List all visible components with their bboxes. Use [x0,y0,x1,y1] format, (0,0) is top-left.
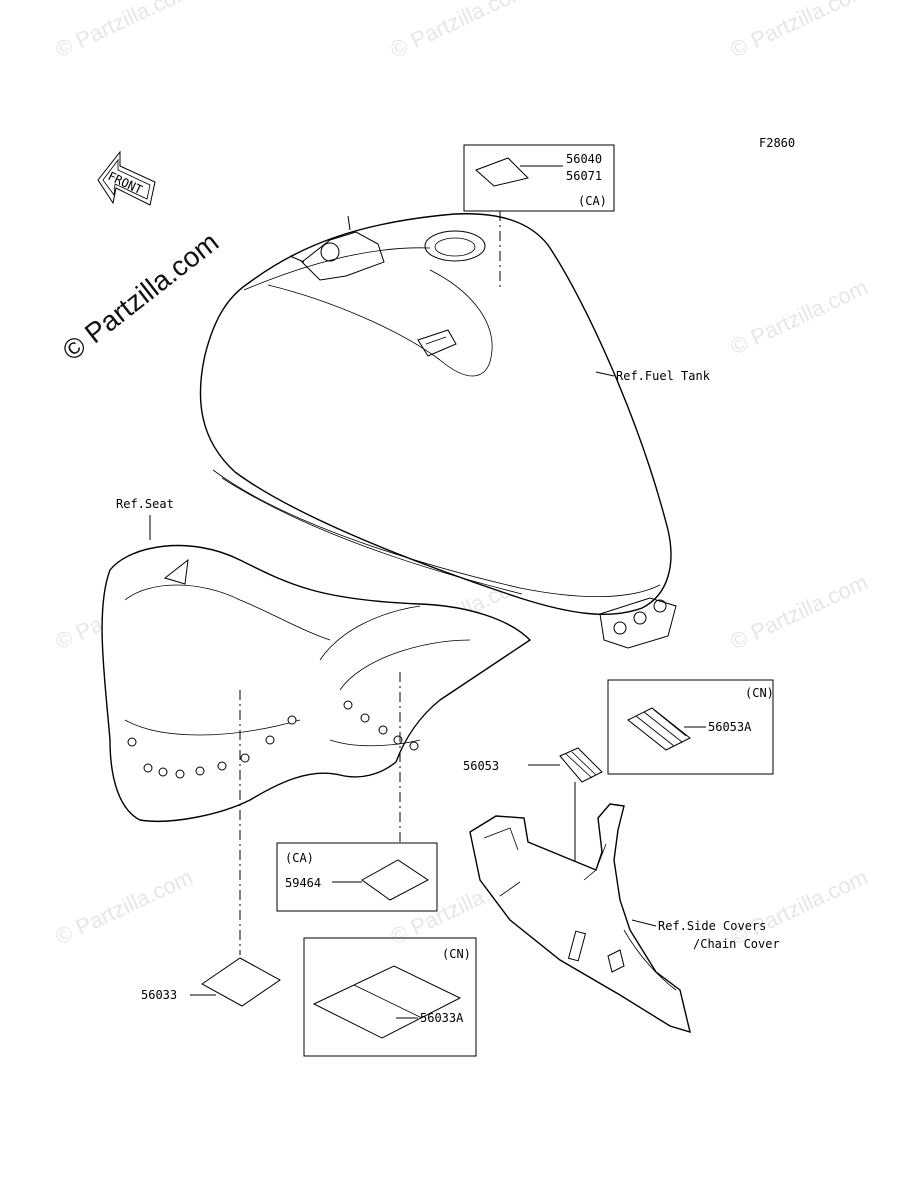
part-number: 56040 [566,152,602,166]
callout-56040-56071: 56040 56071 (CA) [463,144,615,288]
side-covers-chain-cover-illustration [469,803,691,1034]
part-number: 56053A [708,720,752,734]
seat-illustration [101,544,532,822]
market-code: (CA) [285,851,314,865]
market-code: (CN) [442,947,471,961]
front-arrow-icon: FRONT [97,150,156,206]
figure-number: F2860 [759,136,795,150]
decal-56053: 56053 [463,747,603,875]
watermark-text: © Partzilla.com [52,0,197,63]
reference-side-covers-line2: /Chain Cover [693,937,780,951]
callout-56053A: (CN) 56053A [607,679,774,775]
watermark-text: © Partzilla.com [727,569,872,654]
market-code: (CA) [578,194,607,208]
part-number: 56033A [420,1011,464,1025]
watermark-text: © Partzilla.com [52,864,197,949]
part-number: 56033 [141,988,177,1002]
watermark-text: © Partzilla.com [727,0,872,63]
watermark-text: © Partzilla.com [387,0,532,63]
part-number: 56053 [463,759,499,773]
reference-fuel-tank: Ref.Fuel Tank [616,369,711,383]
part-number: 56071 [566,169,602,183]
part-number: 59464 [285,876,321,890]
callout-56033A: (CN) 56033A [303,937,477,1057]
watermark-text: © Partzilla.com [727,274,872,359]
decal-56033: 56033 [141,957,281,1007]
watermark-main: © Partzilla.com [57,226,225,367]
reference-seat: Ref.Seat [116,497,174,511]
reference-side-covers-line1: Ref.Side Covers [658,919,766,933]
fuel-tank-illustration [199,213,677,649]
market-code: (CN) [745,686,774,700]
callout-59464: (CA) 59464 [276,842,438,912]
